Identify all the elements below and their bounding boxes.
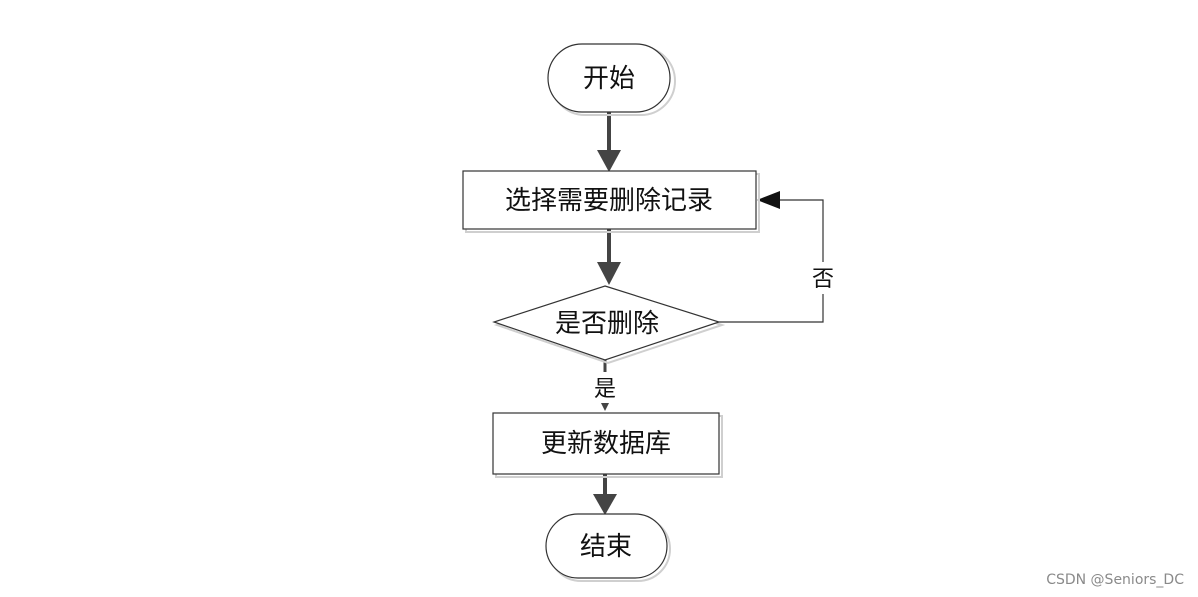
edge-select-to-decide <box>597 229 621 285</box>
edge-update-to-end <box>593 474 617 515</box>
node-update: 更新数据库 <box>492 412 723 478</box>
edge-start-to-select <box>597 112 621 172</box>
edge-label-yes: 是 <box>594 377 616 402</box>
node-select-label: 选择需要删除记录 <box>505 186 713 216</box>
watermark: CSDN @Seniors_DC <box>1046 572 1184 588</box>
node-decide-label: 是否删除 <box>555 309 659 339</box>
node-start-label: 开始 <box>583 64 635 94</box>
edge-decide-to-select <box>719 191 824 323</box>
edge-label-no: 否 <box>812 267 834 292</box>
node-start: 开始 <box>547 43 676 116</box>
node-end: 结束 <box>545 513 671 582</box>
node-decide: 是否删除 <box>492 285 726 365</box>
node-end-label: 结束 <box>580 532 632 562</box>
node-update-label: 更新数据库 <box>541 429 671 459</box>
edge-label-no-bg <box>808 262 838 294</box>
node-select: 选择需要删除记录 <box>462 170 760 233</box>
